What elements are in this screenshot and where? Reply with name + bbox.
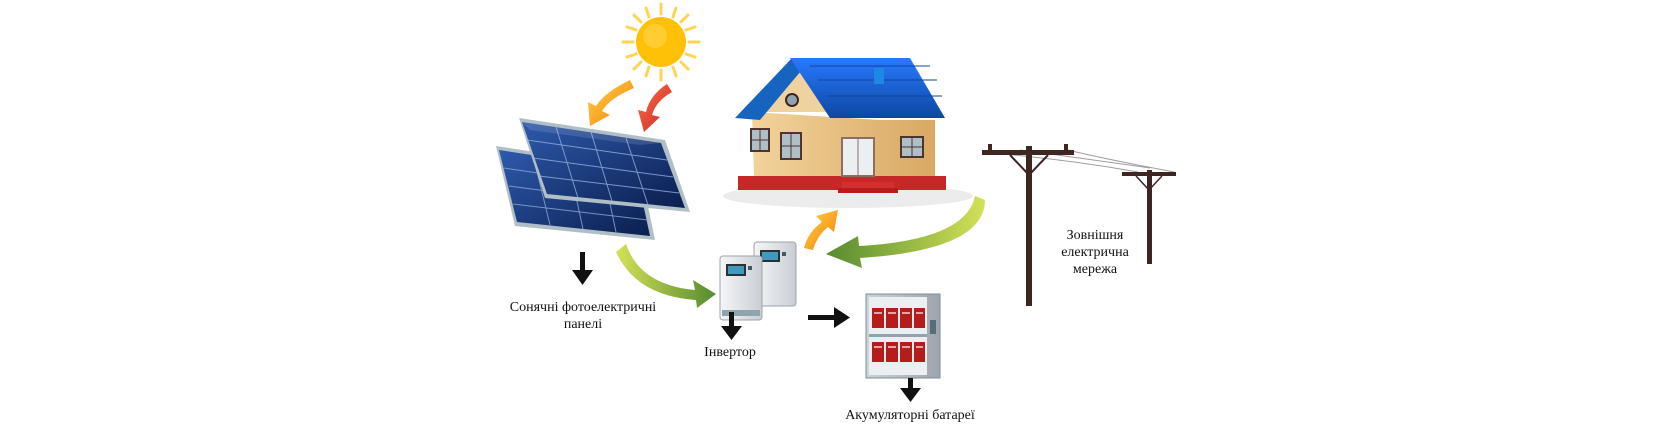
inverter-icon	[719, 241, 797, 321]
inverter-to-house-arrow	[804, 210, 838, 250]
inverter-down-arrow-shaft	[729, 312, 734, 328]
house-icon	[723, 58, 973, 208]
sun-to-panel-arrow-orange	[588, 80, 634, 126]
sun-icon	[621, 2, 701, 82]
battery-cabinet-icon	[865, 293, 941, 379]
grid-label-line1: Зовнішня	[1066, 228, 1124, 243]
solar-panels-icon	[496, 118, 690, 240]
inverter-label: Інвертор	[704, 345, 756, 360]
grid-label: Зовнішня електрична мережа	[1050, 227, 1140, 278]
panels-to-inverter-arrow	[616, 244, 716, 308]
solar-panels-label-line1: Сонячні фотоелектричні	[509, 300, 657, 315]
inverter-down-arrow-head	[721, 326, 742, 340]
solar-panels-down-arrow-head	[572, 270, 593, 285]
solar-panels-down-arrow-shaft	[580, 252, 585, 272]
grid-label-line2: електрична	[1061, 245, 1129, 260]
solar-panels-label: Сонячні фотоелектричні панелі	[508, 299, 658, 333]
grid-to-inverter-arrow	[826, 196, 985, 268]
batteries-down-arrow-shaft	[908, 378, 913, 390]
power-grid-icon	[982, 144, 1176, 306]
batteries-label: Акумуляторні батареї	[845, 408, 975, 423]
grid-label-line3: мережа	[1072, 262, 1118, 277]
solar-panels-label-line2: панелі	[563, 317, 603, 332]
batteries-down-arrow-head	[900, 388, 921, 402]
inverter-to-batteries-arrow-head	[834, 307, 850, 328]
sun-to-panel-arrow-red	[638, 84, 672, 132]
inverter-to-batteries-arrow-shaft	[808, 315, 836, 320]
